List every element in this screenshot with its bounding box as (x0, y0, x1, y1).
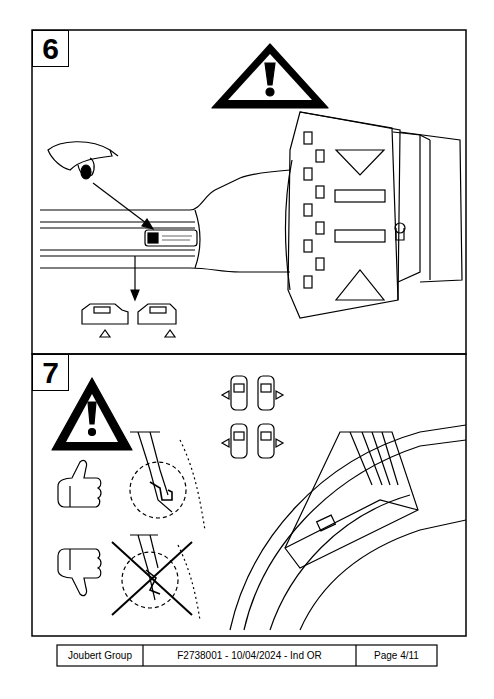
footer-cell-text: Joubert Group (68, 650, 132, 661)
footer-cell-text: F2738001 - 10/04/2024 - Ind OR (177, 650, 322, 661)
step-number: 7 (42, 358, 59, 388)
step-number-box: 7 (32, 354, 69, 391)
step-number-box: 6 (32, 30, 69, 67)
step-number: 6 (42, 34, 59, 64)
footer-cell-text: Page 4/11 (374, 650, 419, 661)
